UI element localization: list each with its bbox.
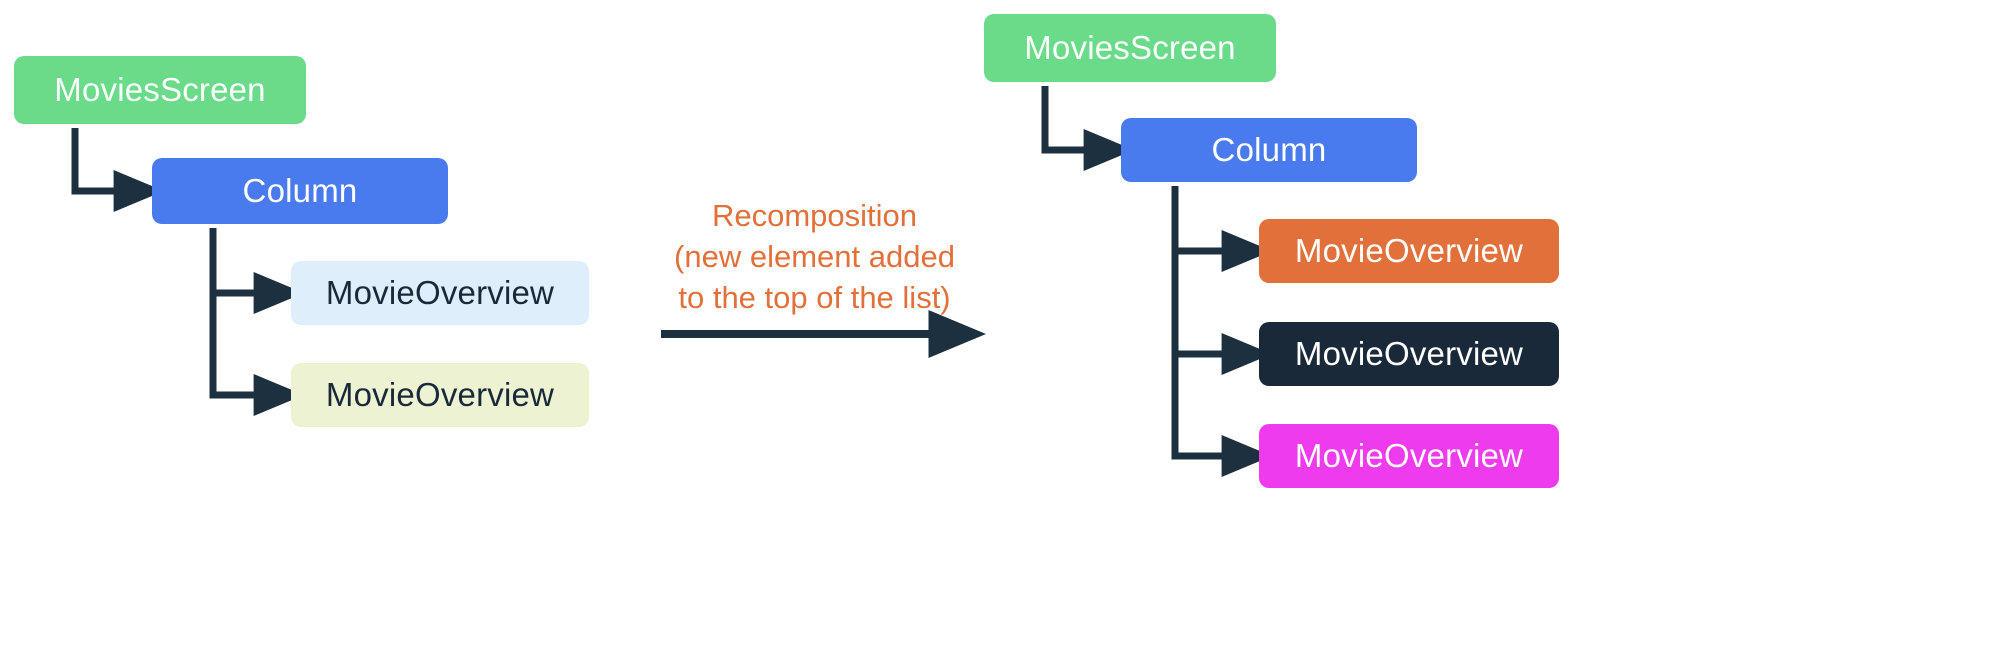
node-movie-overview-2-before[interactable]: MovieOverview bbox=[291, 363, 589, 427]
edge-column-to-overview-new bbox=[1171, 186, 1272, 272]
caption-line-2: (new element added bbox=[674, 239, 955, 275]
node-movies-screen-after[interactable]: MoviesScreen bbox=[984, 14, 1276, 82]
node-label: MovieOverview bbox=[325, 376, 555, 413]
edge-column-to-overview-1 bbox=[209, 228, 304, 314]
node-label: MoviesScreen bbox=[54, 71, 266, 108]
caption-line-3: to the top of the list) bbox=[678, 280, 951, 316]
node-label: MovieOverview bbox=[1294, 437, 1524, 474]
node-label: MoviesScreen bbox=[1024, 29, 1236, 66]
recomposition-caption: Recomposition (new element added to the … bbox=[661, 195, 968, 319]
node-movie-overview-new-after[interactable]: MovieOverview bbox=[1259, 219, 1559, 283]
node-column-before[interactable]: Column bbox=[152, 158, 448, 224]
node-movie-overview-2-after[interactable]: MovieOverview bbox=[1259, 424, 1559, 488]
node-label: Column bbox=[1211, 131, 1327, 168]
edge-column-to-overview-2 bbox=[209, 293, 304, 416]
node-movies-screen-before[interactable]: MoviesScreen bbox=[14, 56, 306, 124]
node-label: MovieOverview bbox=[1294, 335, 1524, 372]
node-column-after[interactable]: Column bbox=[1121, 118, 1417, 182]
node-movie-overview-1-after[interactable]: MovieOverview bbox=[1259, 322, 1559, 386]
edge-moviesscreen-to-column-after bbox=[1041, 86, 1134, 171]
edge-column-to-overview-1-after bbox=[1171, 251, 1272, 375]
caption-line-1: Recomposition bbox=[711, 198, 918, 233]
node-label: MovieOverview bbox=[325, 274, 555, 311]
edge-moviesscreen-to-column bbox=[71, 128, 164, 212]
node-label: MovieOverview bbox=[1294, 232, 1524, 269]
node-movie-overview-1-before[interactable]: MovieOverview bbox=[291, 261, 589, 325]
edge-column-to-overview-2-after bbox=[1171, 354, 1272, 477]
node-label: Column bbox=[242, 172, 358, 209]
